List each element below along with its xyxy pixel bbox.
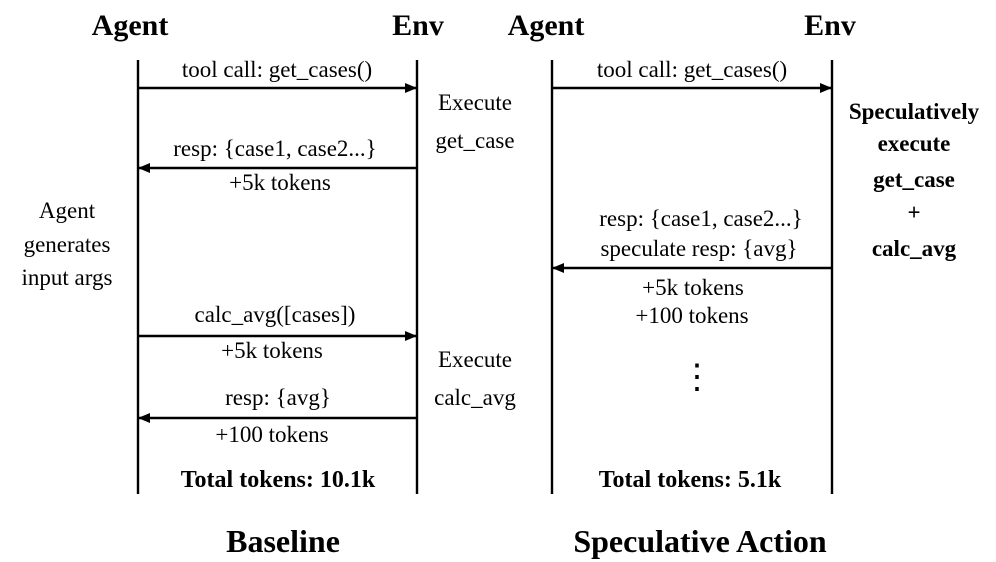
- baseline-msg-tokens-5k-b: +5k tokens: [221, 338, 323, 363]
- speculative-env-note-line2: execute: [878, 131, 951, 156]
- baseline-agent-header: Agent: [92, 9, 169, 42]
- speculative-msg-tool-call: tool call: get_cases(): [597, 57, 787, 82]
- baseline-env-exec2-line2: calc_avg: [434, 385, 516, 410]
- baseline-agent-note-line3: input args: [22, 265, 113, 290]
- baseline-agent-note-line1: Agent: [39, 198, 96, 223]
- speculative-msg-spec-resp: speculate resp: {avg}: [600, 236, 797, 261]
- speculative-env-note-line1: Speculatively: [849, 99, 980, 124]
- speculative-env-note-line3: get_case: [873, 167, 955, 192]
- baseline-env-header: Env: [392, 9, 444, 42]
- speculative-env-note-line4: +: [907, 200, 920, 225]
- baseline-env-exec2-line1: Execute: [438, 347, 512, 372]
- speculative-msg-tokens-5k: +5k tokens: [642, 275, 744, 300]
- speculative-env-header: Env: [804, 9, 856, 42]
- baseline-env-exec1-line2: get_case: [435, 128, 514, 153]
- speculative-agent-header: Agent: [508, 9, 585, 42]
- baseline-msg-tool-call: tool call: get_cases(): [182, 57, 372, 82]
- baseline-msg-calc-avg: calc_avg([cases]): [195, 302, 356, 327]
- baseline-caption: Baseline: [226, 523, 340, 559]
- baseline-msg-tokens-5k-a: +5k tokens: [229, 170, 331, 195]
- baseline-msg-resp-cases: resp: {case1, case2...}: [173, 136, 376, 161]
- baseline-env-exec1-line1: Execute: [438, 90, 512, 115]
- baseline-total-tokens: Total tokens: 10.1k: [181, 467, 376, 493]
- speculative-ellipsis: ⋮: [680, 359, 714, 396]
- speculative-msg-tokens-100: +100 tokens: [635, 303, 748, 328]
- baseline-msg-tokens-100: +100 tokens: [215, 422, 328, 447]
- baseline-msg-resp-avg: resp: {avg}: [225, 385, 331, 410]
- baseline-agent-note-line2: generates: [24, 232, 111, 257]
- speculative-total-tokens: Total tokens: 5.1k: [599, 467, 782, 493]
- speculative-caption: Speculative Action: [573, 523, 827, 559]
- speculative-env-note-line5: calc_avg: [872, 236, 957, 261]
- speculative-msg-resp-cases: resp: {case1, case2...}: [599, 206, 802, 231]
